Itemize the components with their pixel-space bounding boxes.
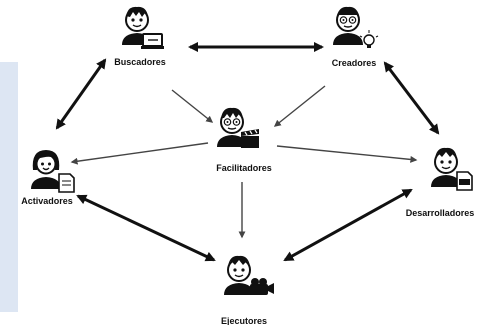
person-with-camera-icon bbox=[224, 255, 274, 295]
node-creadores: Creadores bbox=[332, 6, 379, 68]
label-buscadores: Buscadores bbox=[114, 57, 166, 67]
edge-buscadores-facilitadores bbox=[171, 89, 214, 123]
label-creadores: Creadores bbox=[332, 58, 377, 68]
edge-facilitadores-desarrolladores bbox=[276, 145, 418, 163]
side-panel bbox=[0, 62, 18, 312]
node-ejecutores: Ejecutores bbox=[221, 255, 274, 325]
label-ejecutores: Ejecutores bbox=[221, 316, 267, 325]
edge-activadores-ejecutores bbox=[76, 194, 216, 262]
person-with-clapperboard-icon bbox=[217, 107, 259, 148]
person-with-document-icon bbox=[31, 150, 75, 193]
node-activadores: Activadores bbox=[21, 150, 75, 206]
person-with-lightbulb-icon bbox=[333, 6, 379, 48]
label-activadores: Activadores bbox=[21, 196, 73, 206]
edge-creadores-desarrolladores bbox=[383, 61, 440, 135]
edge-facilitadores-activadores bbox=[70, 142, 209, 165]
label-facilitadores: Facilitadores bbox=[216, 163, 272, 173]
edge-creadores-facilitadores bbox=[273, 85, 326, 127]
person-with-pdf-icon bbox=[431, 147, 473, 191]
label-desarrolladores: Desarrolladores bbox=[406, 208, 475, 218]
node-facilitadores: Facilitadores bbox=[216, 107, 272, 173]
edge-desarrolladores-ejecutores bbox=[283, 188, 413, 262]
node-desarrolladores: Desarrolladores bbox=[406, 147, 475, 218]
edge-buscadores-activadores bbox=[55, 58, 107, 130]
thick-connectors bbox=[55, 41, 440, 262]
thin-connectors bbox=[70, 85, 418, 239]
node-buscadores: Buscadores bbox=[114, 6, 166, 67]
person-with-laptop-icon bbox=[122, 6, 164, 49]
